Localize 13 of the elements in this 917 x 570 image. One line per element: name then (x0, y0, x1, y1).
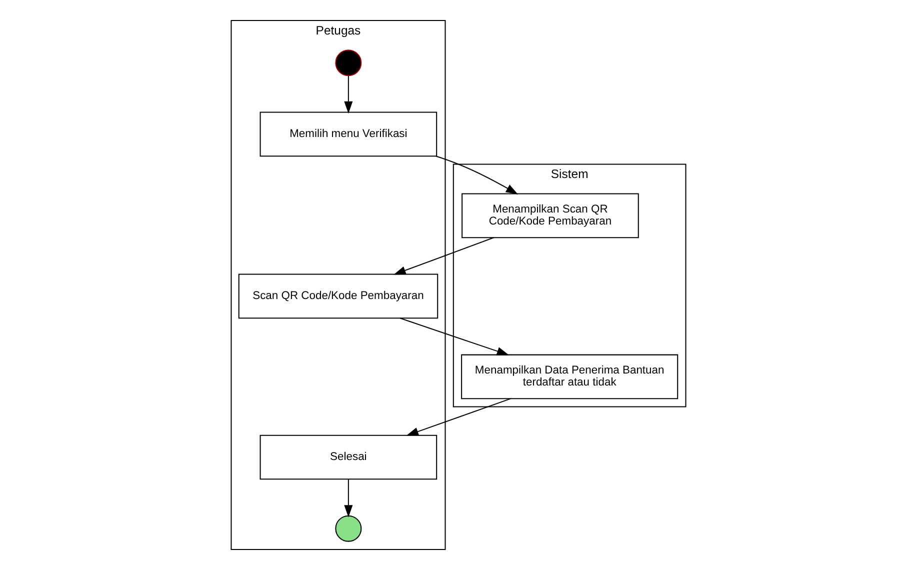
node-circle (335, 515, 362, 542)
node-box: Scan QR Code/Kode Pembayaran (238, 274, 438, 319)
arrow (400, 318, 510, 356)
arrow (344, 76, 353, 114)
arrow (406, 398, 511, 436)
node-box: Menampilkan Data Penerima Bantuan terdaftar atau tidak (461, 354, 678, 400)
arrow (436, 156, 518, 194)
node-box: Menampilkan Scan QR Code/Kode Pembayaran (462, 193, 639, 238)
arrow (394, 237, 494, 275)
arrow (344, 479, 353, 518)
node-box: Selesai (260, 434, 438, 480)
node-box: Memilih menu Verifikasi (260, 112, 438, 157)
node-circle (335, 50, 362, 76)
